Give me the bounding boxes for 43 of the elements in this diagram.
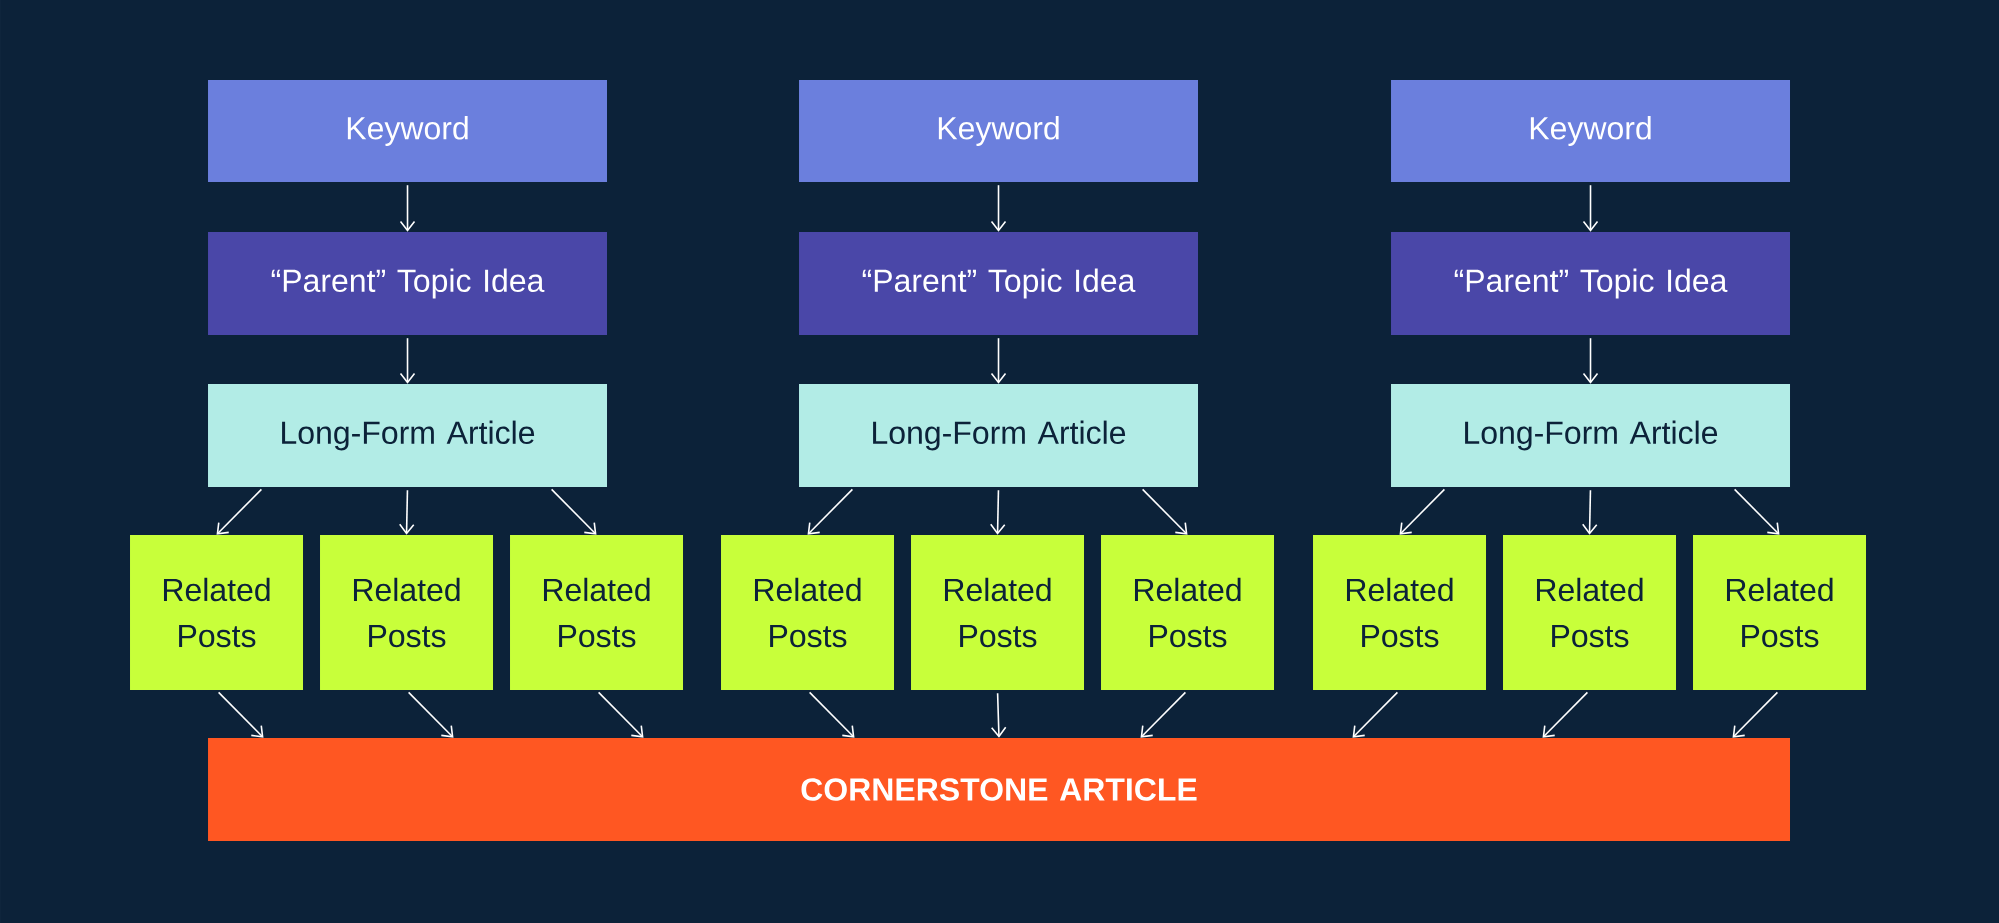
related-posts-box: Related Posts bbox=[1693, 535, 1866, 690]
arrow bbox=[1733, 488, 1780, 535]
related-posts-box: Related Posts bbox=[510, 535, 683, 690]
arrow bbox=[399, 184, 416, 232]
topic-box: “Parent” Topic Idea bbox=[208, 232, 607, 335]
arrow bbox=[1140, 691, 1187, 738]
topic-box: “Parent” Topic Idea bbox=[799, 232, 1198, 335]
keyword-box: Keyword bbox=[208, 80, 607, 182]
keyword-box: Keyword bbox=[799, 80, 1198, 182]
arrow bbox=[216, 488, 263, 535]
topic-box: “Parent” Topic Idea bbox=[1391, 232, 1790, 335]
keyword-box: Keyword bbox=[1391, 80, 1790, 182]
related-posts-box: Related Posts bbox=[130, 535, 303, 690]
arrow bbox=[808, 691, 855, 738]
arrow bbox=[990, 692, 1007, 738]
related-posts-box: Related Posts bbox=[1313, 535, 1486, 690]
arrow bbox=[407, 691, 454, 738]
cornerstone-bar: CORNERSTONE ARTICLE bbox=[208, 738, 1790, 841]
related-posts-box: Related Posts bbox=[1101, 535, 1274, 690]
arrow bbox=[1732, 691, 1779, 738]
arrow bbox=[1582, 337, 1599, 384]
article-box: Long-Form Article bbox=[208, 384, 607, 487]
arrow bbox=[398, 489, 415, 535]
related-posts-box: Related Posts bbox=[911, 535, 1084, 690]
arrow bbox=[597, 691, 644, 738]
arrow bbox=[217, 691, 264, 738]
arrow bbox=[989, 489, 1006, 535]
arrow bbox=[990, 184, 1007, 232]
arrow bbox=[550, 488, 597, 535]
article-box: Long-Form Article bbox=[799, 384, 1198, 487]
article-box: Long-Form Article bbox=[1391, 384, 1790, 487]
related-posts-box: Related Posts bbox=[1503, 535, 1676, 690]
arrow bbox=[990, 337, 1007, 384]
arrow bbox=[1582, 184, 1599, 232]
arrow bbox=[399, 337, 416, 384]
arrow bbox=[1141, 488, 1188, 535]
related-posts-box: Related Posts bbox=[320, 535, 493, 690]
arrow bbox=[1352, 691, 1399, 738]
arrow bbox=[1399, 488, 1446, 535]
arrow bbox=[1542, 691, 1589, 738]
arrow bbox=[807, 488, 854, 535]
arrow bbox=[1581, 489, 1598, 535]
related-posts-box: Related Posts bbox=[721, 535, 894, 690]
